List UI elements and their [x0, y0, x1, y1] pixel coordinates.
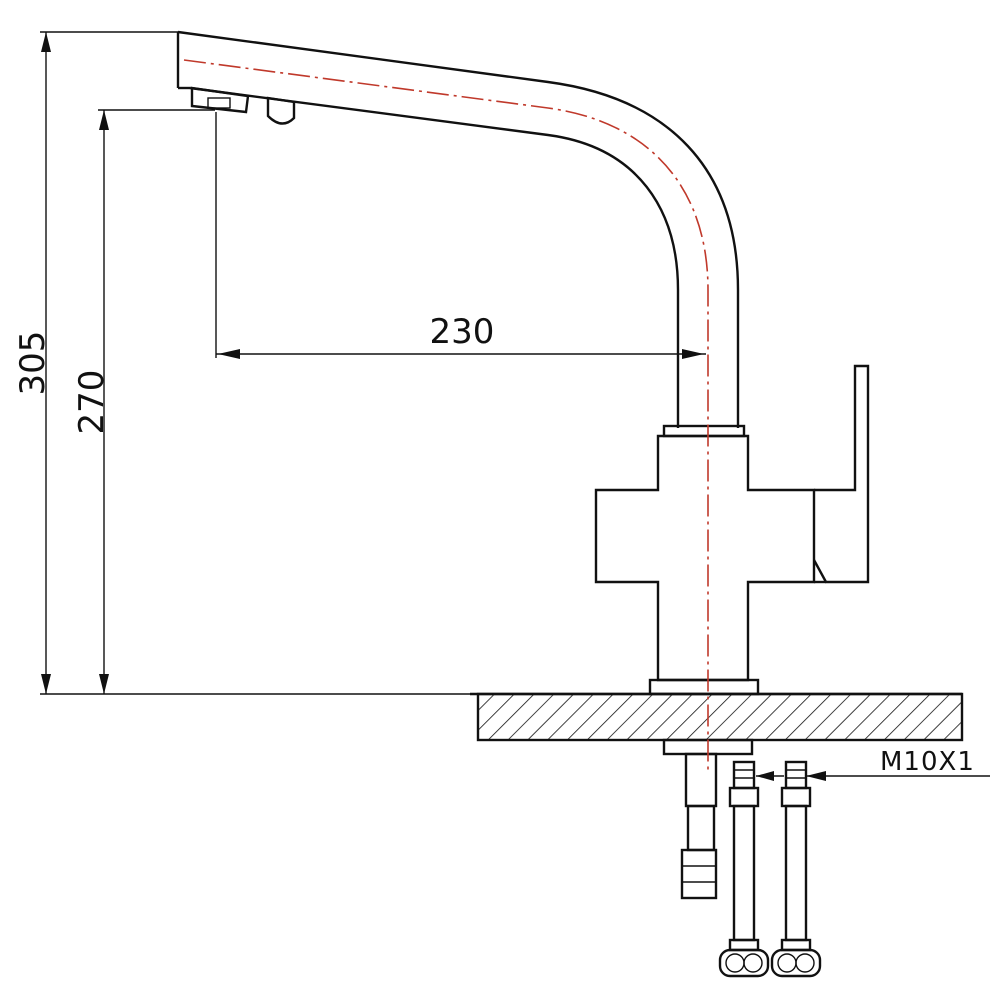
spout-reach-label: 230: [430, 312, 495, 352]
spout-centerline: [183, 59, 709, 770]
overall-height-label: 305: [13, 331, 53, 396]
arrowhead-icon: [218, 349, 240, 359]
spout-collar: [662, 424, 746, 438]
arrowhead-icon: [682, 349, 704, 359]
spout: [176, 30, 740, 428]
arrowhead-icon: [41, 674, 51, 694]
hose-crimp-top: [728, 786, 760, 808]
mounting-stud: [662, 738, 754, 900]
overall-height-dimension: 305: [13, 31, 180, 694]
hose-nut-face: [743, 953, 763, 973]
base-flange: [648, 678, 760, 696]
hose-thread-end: [784, 760, 808, 790]
braided-hose: [732, 804, 756, 942]
aerator-insert: [207, 97, 231, 109]
filtered-water-connector: [680, 848, 718, 900]
body-cross-housing: [594, 434, 816, 682]
hose-crimp-top: [780, 786, 812, 808]
faucet-body: [594, 364, 870, 696]
spout-outer-edge: [177, 30, 740, 428]
hose-crimp-bottom: [780, 938, 812, 952]
aerator-nozzle: [190, 86, 250, 114]
countertop-section: [470, 692, 964, 742]
supply-hose-right: [770, 760, 822, 978]
hose-thread-end: [732, 760, 756, 790]
thread-callout: M10X1: [756, 747, 990, 781]
supply-hose-left: [718, 760, 770, 978]
hose-nut-face: [777, 953, 797, 973]
centerlines: [183, 59, 709, 770]
braided-hose: [784, 804, 808, 942]
spout-inner-edge: [189, 86, 680, 428]
filtered-water-hose: [686, 804, 716, 852]
spout-height-dimension: 270: [72, 109, 215, 694]
arrowhead-icon: [99, 110, 109, 130]
spout-height-label: 270: [72, 370, 112, 435]
hose-nut-face: [725, 953, 745, 973]
thread-callout-label: M10X1: [880, 747, 975, 777]
hose-crimp-bottom: [728, 938, 760, 952]
arrowhead-icon: [756, 771, 774, 781]
arrowhead-icon: [99, 674, 109, 694]
spout-reach-dimension: 230: [215, 112, 706, 359]
lever-handle: [812, 364, 870, 584]
threaded-shank: [684, 752, 718, 808]
filtered-water-nozzle: [266, 96, 296, 125]
hose-nut: [718, 948, 770, 978]
hose-nut-face: [795, 953, 815, 973]
countertop: [476, 692, 964, 742]
arrowhead-icon: [41, 32, 51, 52]
hose-nut: [770, 948, 822, 978]
